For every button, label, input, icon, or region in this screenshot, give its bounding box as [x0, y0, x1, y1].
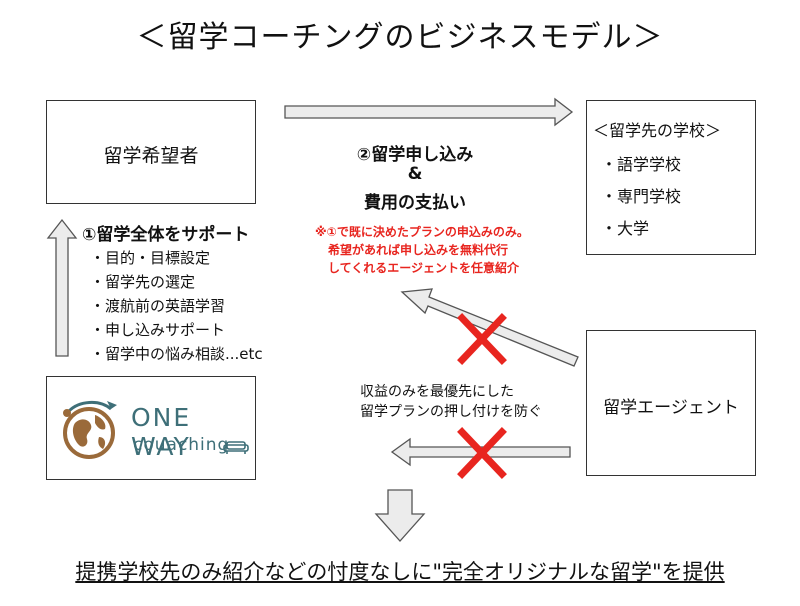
- school-item-university: ・大学: [601, 219, 650, 238]
- page-title: ＜留学コーチングのビジネスモデル＞: [136, 20, 664, 55]
- support-heading: ①留学全体をサポート: [82, 225, 250, 245]
- sofa-icon: [223, 441, 249, 454]
- agent-box: 留学エージェント: [586, 330, 756, 476]
- conclusion-text: 提携学校先のみ紹介などの忖度なしに"完全オリジナルな留学"を提供: [75, 560, 725, 584]
- student-label: 留学希望者: [103, 145, 199, 167]
- globe-logo-icon: [63, 401, 117, 459]
- note-line3: してくれるエージェントを任意紹介: [328, 261, 520, 275]
- arrow-to-school: [284, 97, 574, 127]
- support-item: ・留学先の選定: [90, 273, 196, 291]
- logo-name: ONE WAY: [131, 403, 192, 461]
- arrow-down-result: [374, 489, 426, 542]
- school-item-vocational: ・専門学校: [601, 187, 682, 206]
- support-item: ・留学中の悩み相談...etc: [90, 345, 263, 363]
- support-item: ・渡航前の英語学習: [90, 297, 226, 315]
- school-heading: ＜留学先の学校＞: [593, 121, 722, 140]
- logo-sub: couaching: [133, 435, 230, 455]
- prevent-line1: 収益のみを最優先にした: [360, 384, 514, 400]
- agent-label: 留学エージェント: [603, 398, 739, 418]
- application-line3: 費用の支払い: [364, 193, 466, 213]
- student-box: 留学希望者: [46, 100, 256, 204]
- note-line2: 希望があれば申し込みを無料代行: [328, 243, 509, 257]
- cross-icon: [457, 427, 507, 479]
- cross-icon: [457, 313, 507, 365]
- application-line2: &: [407, 164, 423, 184]
- school-item-language: ・語学学校: [601, 155, 682, 174]
- prevent-line2: 留学プランの押し付けを防ぐ: [360, 404, 542, 420]
- support-item: ・申し込みサポート: [90, 321, 226, 339]
- logo-box: ONE WAY couaching: [46, 376, 256, 480]
- application-line1: ②留学申し込み: [356, 145, 474, 165]
- note-line1: ※①で既に決めたプランの申込みのみ。: [315, 225, 529, 239]
- school-box: ＜留学先の学校＞ ・語学学校 ・専門学校 ・大学: [586, 100, 756, 255]
- arrow-up-to-student: [46, 218, 78, 357]
- support-item: ・目的・目標設定: [90, 249, 211, 267]
